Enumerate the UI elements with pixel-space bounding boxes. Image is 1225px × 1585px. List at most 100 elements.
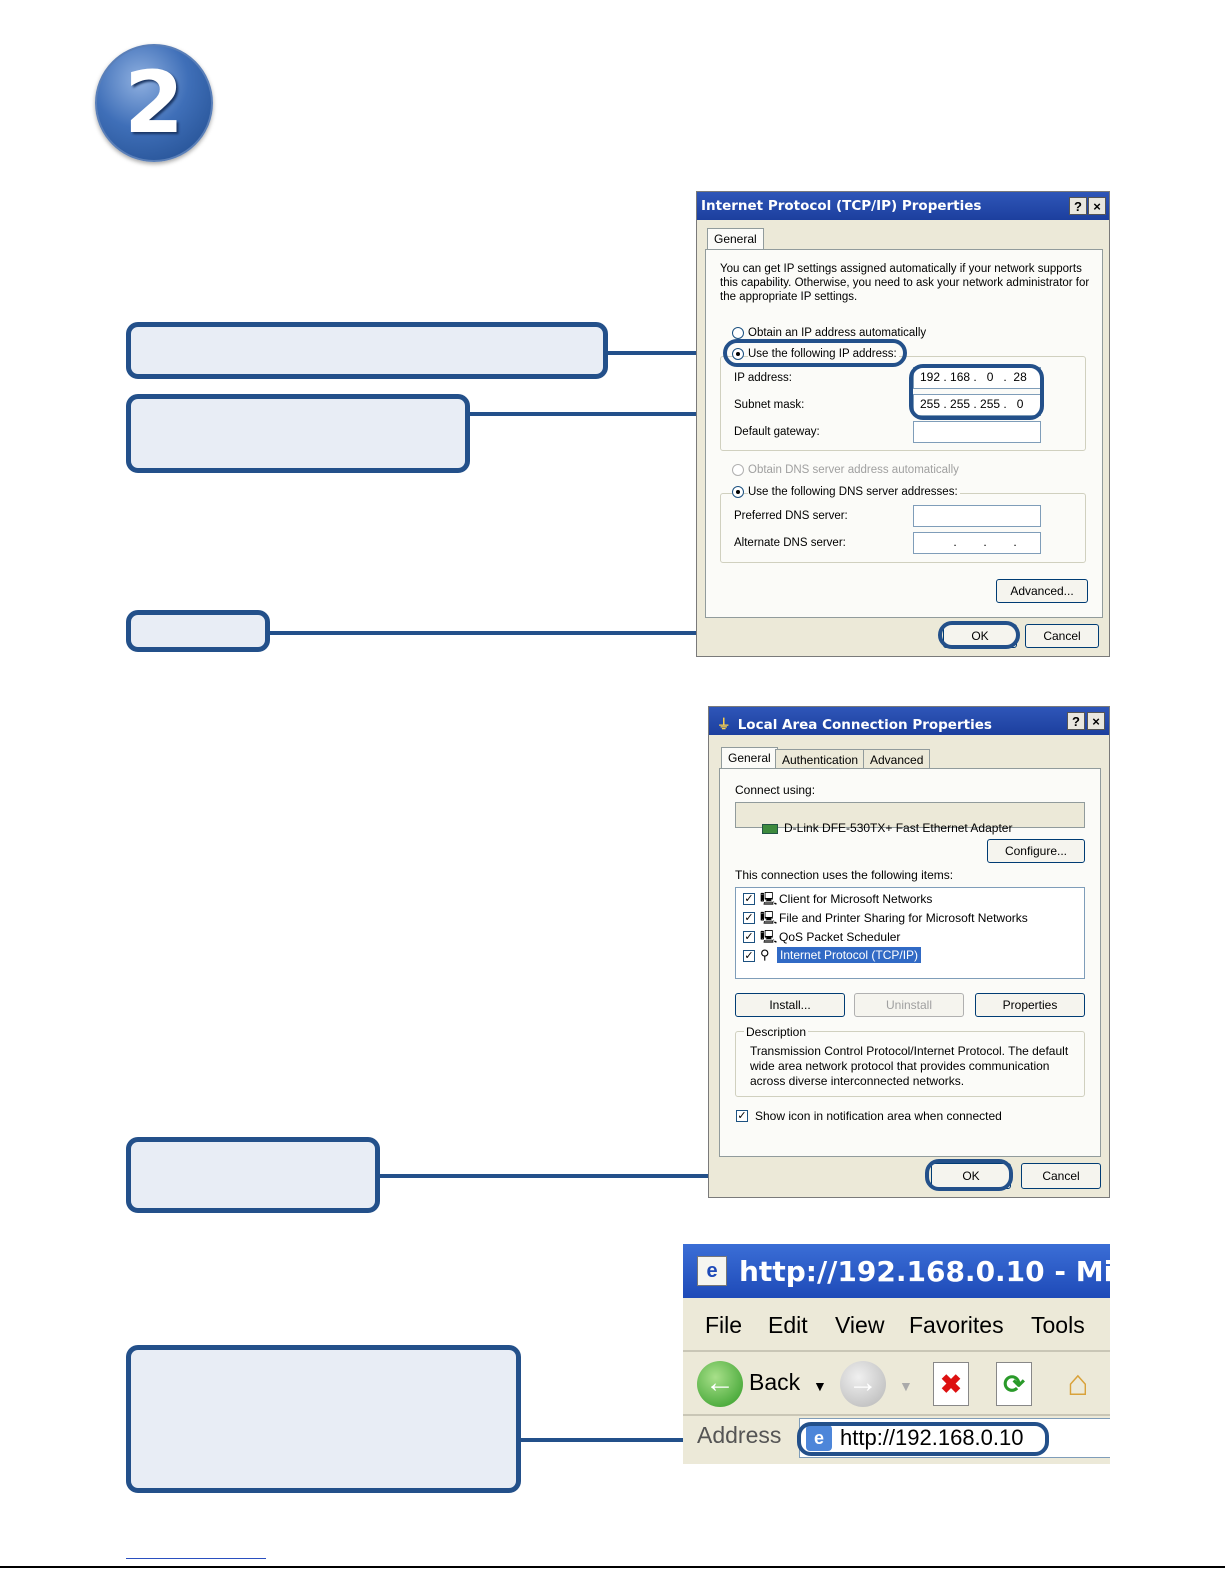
intro-text-2: this capability. Otherwise, you need to … bbox=[720, 277, 1090, 289]
back-arrow-icon[interactable]: ← bbox=[697, 1361, 743, 1407]
callout-ip-subnet bbox=[126, 394, 470, 473]
item-qos-label[interactable]: QoS Packet Scheduler bbox=[779, 930, 901, 944]
lan-help-button[interactable]: ? bbox=[1067, 712, 1085, 730]
preferred-dns-label: Preferred DNS server: bbox=[734, 510, 848, 522]
tcpip-title: Internet Protocol (TCP/IP) Properties bbox=[697, 192, 1109, 220]
connector-use-ip bbox=[606, 351, 726, 355]
step-number: 2 bbox=[124, 53, 184, 153]
highlight-address bbox=[797, 1422, 1049, 1456]
home-icon[interactable]: ⌂ bbox=[1067, 1362, 1089, 1403]
tab-general[interactable]: General bbox=[707, 228, 764, 249]
highlight-tcpip-ok bbox=[938, 621, 1020, 649]
tcpip-cancel-button[interactable]: Cancel bbox=[1025, 624, 1099, 648]
connector-ip-subnet bbox=[468, 412, 911, 416]
description-group bbox=[735, 1031, 1085, 1097]
step-badge: 2 bbox=[95, 44, 213, 162]
item-checkbox-tcpip[interactable]: ✓ bbox=[743, 950, 755, 962]
properties-button[interactable]: Properties bbox=[975, 993, 1085, 1017]
lan-general-panel: Connect using: D-Link DFE-530TX+ Fast Et… bbox=[719, 768, 1101, 1157]
items-label: This connection uses the following items… bbox=[735, 868, 954, 882]
configure-button[interactable]: Configure... bbox=[987, 839, 1085, 863]
alternate-dns-field[interactable]: . . . bbox=[913, 532, 1041, 554]
refresh-icon[interactable]: ⟳ bbox=[996, 1362, 1032, 1406]
install-button[interactable]: Install... bbox=[735, 993, 845, 1017]
item-client-label[interactable]: Client for Microsoft Networks bbox=[779, 892, 933, 906]
help-button[interactable]: ? bbox=[1069, 197, 1087, 215]
show-icon-label: Show icon in notification area when conn… bbox=[755, 1109, 1002, 1123]
forward-arrow-icon[interactable]: → bbox=[840, 1361, 886, 1407]
lan-tab-advanced[interactable]: Advanced bbox=[863, 749, 931, 770]
item-checkbox-client[interactable]: ✓ bbox=[743, 893, 755, 905]
highlight-lan-ok bbox=[925, 1159, 1013, 1191]
subnet-mask-label: Subnet mask: bbox=[734, 399, 805, 411]
preferred-dns-field[interactable] bbox=[913, 505, 1041, 527]
default-gateway-field[interactable] bbox=[913, 421, 1041, 443]
address-value: http://192.168.0.10 bbox=[840, 1425, 1024, 1450]
radio-use-ip-label: Use the following IP address: bbox=[748, 348, 899, 360]
subnet-mask-field[interactable]: 255 . 255 . 255 . 0 bbox=[913, 394, 1041, 416]
advanced-button[interactable]: Advanced... bbox=[996, 579, 1088, 603]
connector-address bbox=[519, 1438, 801, 1442]
menu-view[interactable]: View bbox=[835, 1312, 885, 1338]
description-label: Description bbox=[744, 1025, 809, 1039]
back-dropdown-icon[interactable]: ▼ bbox=[813, 1378, 827, 1394]
ie-page-icon: e bbox=[697, 1256, 727, 1286]
lan-tab-general[interactable]: General bbox=[721, 747, 778, 768]
description-line-2: wide area network protocol that provides… bbox=[750, 1059, 1050, 1073]
connect-using-label: Connect using: bbox=[735, 783, 816, 797]
lan-close-button[interactable]: × bbox=[1087, 712, 1105, 730]
lan-title: Local Area Connection Properties bbox=[737, 717, 992, 733]
item-tcpip-icon: ⚲ bbox=[760, 947, 770, 962]
toolbar-separator bbox=[683, 1350, 1110, 1352]
close-button[interactable]: × bbox=[1088, 197, 1106, 215]
highlight-ip-subnet bbox=[909, 364, 1044, 420]
menu-edit[interactable]: Edit bbox=[768, 1312, 808, 1338]
item-file-sharing-label[interactable]: File and Printer Sharing for Microsoft N… bbox=[779, 911, 1028, 925]
ip-address-label: IP address: bbox=[734, 372, 792, 384]
item-qos-icon: 🖳 bbox=[760, 929, 778, 944]
show-icon-checkbox[interactable]: ✓ bbox=[736, 1110, 748, 1122]
radio-obtain-ip[interactable] bbox=[732, 327, 744, 339]
adapter-field: D-Link DFE-530TX+ Fast Ethernet Adapter bbox=[735, 802, 1085, 835]
lan-cancel-button[interactable]: Cancel bbox=[1021, 1163, 1101, 1189]
radio-use-dns[interactable] bbox=[732, 486, 744, 498]
callout-ok-tcpip bbox=[126, 610, 270, 652]
description-line-3: across diverse interconnected networks. bbox=[750, 1074, 965, 1088]
adapter-name: D-Link DFE-530TX+ Fast Ethernet Adapter bbox=[784, 821, 1013, 835]
browser-title-bar: http://192.168.0.10 - Microso bbox=[683, 1244, 1110, 1298]
callout-ok-lan bbox=[126, 1137, 380, 1213]
forward-dropdown-icon[interactable]: ▼ bbox=[899, 1378, 913, 1394]
menu-tools[interactable]: Tools bbox=[1031, 1312, 1085, 1338]
callout-use-ip bbox=[126, 322, 608, 379]
network-icon: ⏚ bbox=[717, 717, 731, 733]
radio-obtain-ip-label: Obtain an IP address automatically bbox=[748, 327, 927, 339]
radio-obtain-dns[interactable] bbox=[732, 464, 744, 476]
lan-tab-authentication[interactable]: Authentication bbox=[775, 749, 866, 770]
tcpip-properties-dialog: Internet Protocol (TCP/IP) Properties ? … bbox=[696, 191, 1110, 657]
address-label: Address bbox=[697, 1422, 782, 1448]
connector-ok-lan bbox=[378, 1174, 926, 1178]
footer-rule bbox=[0, 1566, 1225, 1568]
tcpip-general-panel: You can get IP settings assigned automat… bbox=[705, 249, 1103, 618]
lan-title-bar: ⏚ Local Area Connection Properties bbox=[709, 707, 1109, 735]
item-checkbox-qos[interactable]: ✓ bbox=[743, 931, 755, 943]
browser-window: http://192.168.0.10 - Microso e File Edi… bbox=[683, 1244, 1110, 1464]
intro-text-1: You can get IP settings assigned automat… bbox=[720, 263, 1082, 275]
uninstall-button[interactable]: Uninstall bbox=[854, 993, 964, 1017]
menu-file[interactable]: File bbox=[705, 1312, 743, 1338]
default-gateway-label: Default gateway: bbox=[734, 426, 820, 438]
lan-properties-dialog: ⏚ Local Area Connection Properties ? × G… bbox=[708, 706, 1110, 1198]
footer-link-underline bbox=[126, 1558, 266, 1559]
radio-use-dns-label: Use the following DNS server addresses: bbox=[748, 486, 960, 498]
stop-icon[interactable]: ✖ bbox=[933, 1362, 969, 1406]
adapter-card-icon bbox=[762, 823, 779, 834]
alternate-dns-label: Alternate DNS server: bbox=[734, 537, 846, 549]
items-list: ✓ 🖳 Client for Microsoft Networks ✓ 🖳 Fi… bbox=[735, 887, 1085, 979]
ip-address-field[interactable]: 192 . 168 . 0 . 28 bbox=[913, 367, 1041, 389]
address-bar-separator bbox=[683, 1414, 1110, 1416]
menu-favorites[interactable]: Favorites bbox=[909, 1312, 1004, 1338]
item-tcpip-label[interactable]: Internet Protocol (TCP/IP) bbox=[777, 947, 922, 963]
callout-address bbox=[126, 1345, 521, 1493]
back-label[interactable]: Back bbox=[749, 1369, 801, 1395]
item-checkbox-file-sharing[interactable]: ✓ bbox=[743, 912, 755, 924]
